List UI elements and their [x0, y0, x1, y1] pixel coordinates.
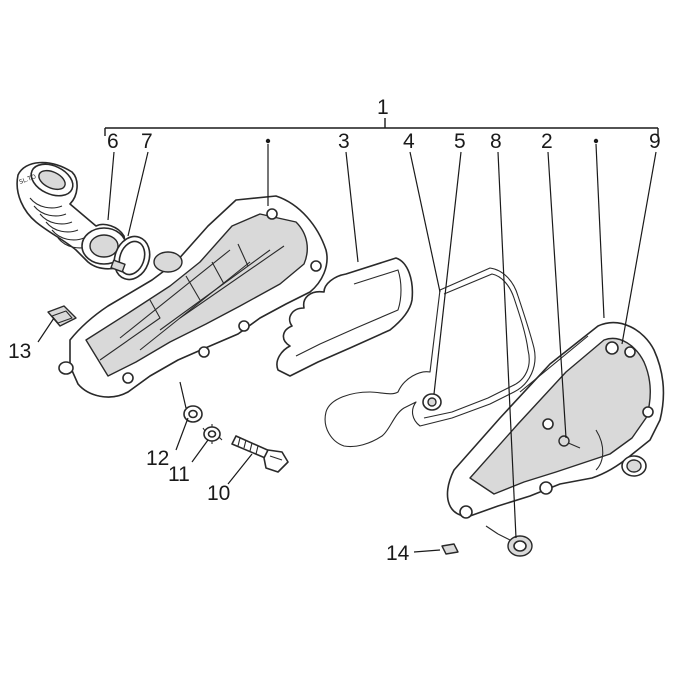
callout-6: 6 — [107, 130, 119, 153]
callout-12: 12 — [146, 447, 169, 470]
bolt-icon — [231, 435, 289, 473]
clip-nut-icon — [47, 305, 77, 327]
callout-5: 5 — [454, 130, 466, 153]
assembly-bracket — [104, 118, 659, 144]
screw-icon — [558, 435, 581, 449]
small-clip-icon — [441, 543, 459, 555]
callout-11: 11 — [168, 463, 190, 486]
drain-knob-icon — [485, 525, 533, 557]
callout-14: 14 — [386, 542, 410, 565]
callout-10: 10 — [207, 482, 230, 505]
callout-13: 13 — [8, 340, 31, 363]
washer-icon — [183, 405, 203, 423]
hose-clamp-icon — [110, 235, 151, 281]
filter-housing-icon — [58, 195, 328, 398]
filter-cover-icon — [446, 321, 665, 519]
callout-3: 3 — [338, 130, 350, 153]
callout-2: 2 — [541, 130, 553, 153]
callout-7: 7 — [141, 130, 153, 153]
callout-4: 4 — [403, 130, 415, 153]
callout-labels: 1 6 7 3 4 5 8 2 9 13 12 11 10 14 — [8, 96, 661, 565]
leader-lines — [37, 143, 657, 553]
intake-duct-icon: SL.TO — [16, 161, 129, 270]
grommet-icon — [422, 393, 442, 411]
callout-1: 1 — [377, 96, 389, 119]
lock-washer-icon — [202, 424, 223, 444]
callout-9: 9 — [649, 130, 661, 153]
callout-8: 8 — [490, 130, 502, 153]
filter-element-icon — [276, 257, 414, 377]
